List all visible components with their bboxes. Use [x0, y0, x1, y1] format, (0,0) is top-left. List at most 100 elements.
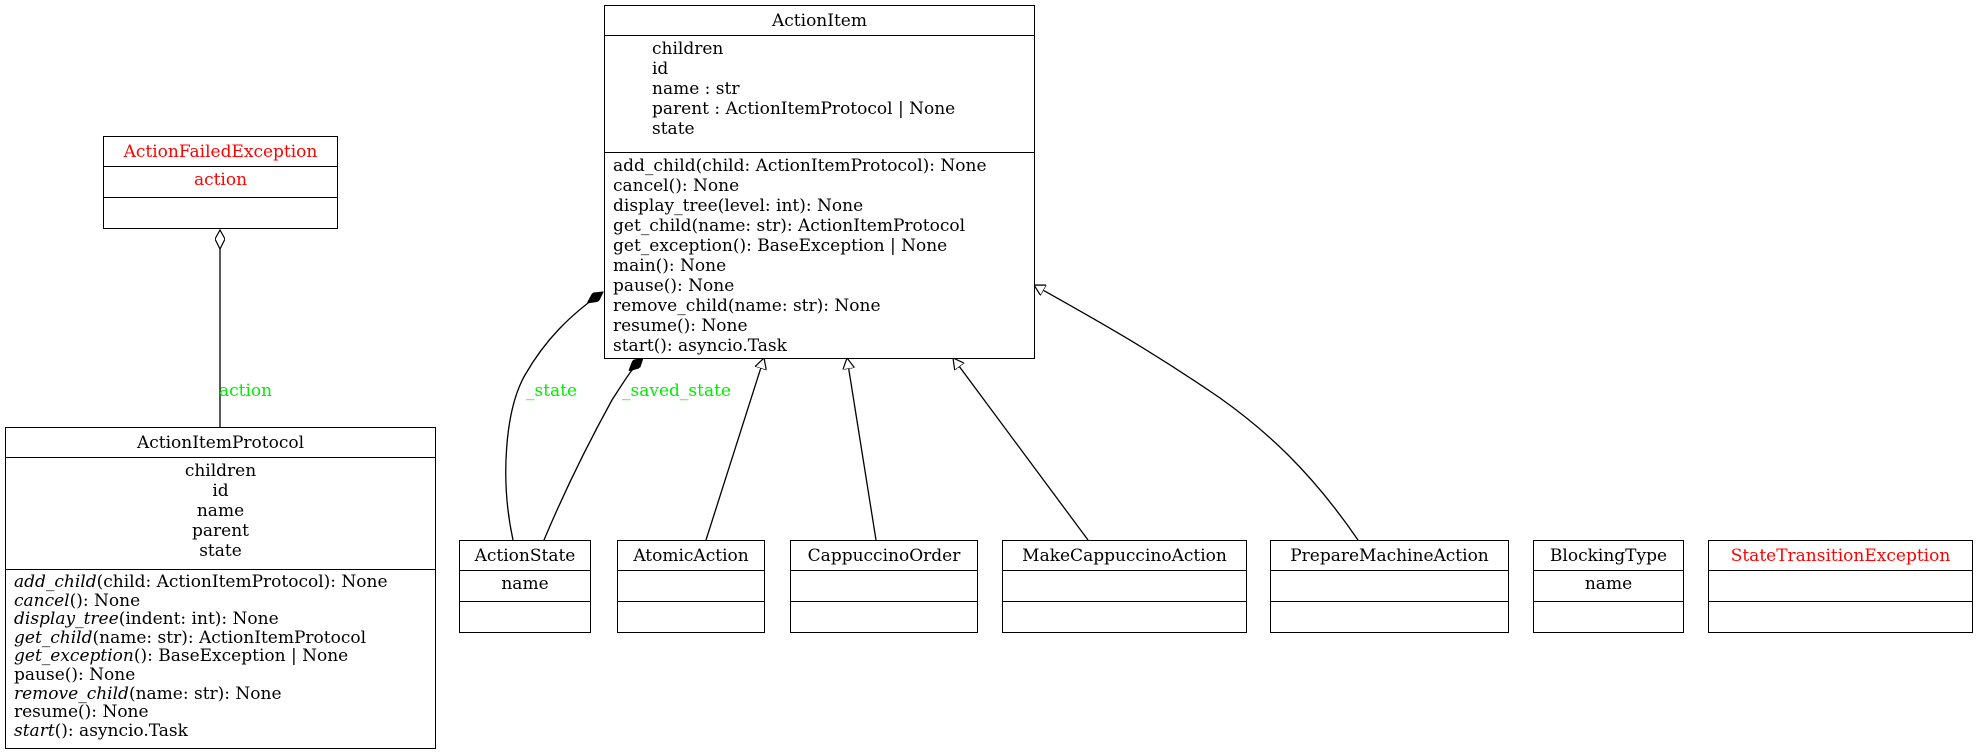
attribute: name	[196, 501, 245, 521]
method-signature: (): None	[69, 590, 141, 611]
class-name: BlockingType	[1534, 541, 1683, 571]
method-name: start	[14, 720, 55, 741]
method: remove_child(name: str): None	[613, 296, 881, 316]
attribute: children	[184, 461, 257, 481]
class-methods	[1271, 602, 1508, 630]
class-name: CappuccinoOrder	[791, 541, 977, 571]
edge-label-action: action	[219, 381, 273, 401]
method: add_child(child: ActionItemProtocol): No…	[613, 156, 987, 176]
attribute: state	[199, 541, 242, 561]
method: pause(): None	[14, 666, 427, 685]
class-methods	[791, 602, 977, 630]
class-attributes: children id name : str parent : ActionIt…	[605, 36, 1034, 153]
method: start(): asyncio.Task	[613, 336, 787, 356]
attribute: action	[193, 170, 248, 190]
method: get_child(name: str): ActionItemProtocol	[14, 627, 427, 648]
class-name: ActionState	[460, 541, 590, 571]
method-name: display_tree	[14, 609, 119, 630]
method: add_child(child: ActionItemProtocol): No…	[14, 573, 427, 592]
method: pause(): None	[613, 276, 735, 296]
method-signature: (indent: int): None	[118, 609, 279, 630]
class-prepare-machine-action: PrepareMachineAction	[1270, 540, 1509, 633]
method: get_exception(): BaseException | None	[14, 647, 427, 666]
attribute: parent	[192, 521, 249, 541]
class-name: StateTransitionException	[1709, 541, 1972, 571]
method: resume(): None	[613, 316, 748, 336]
method-name: get_child	[14, 627, 93, 648]
method-signature: (name: str): None	[128, 683, 282, 704]
edge-prepare-machine-inherits	[1034, 285, 1359, 541]
class-methods	[1003, 602, 1246, 630]
class-methods	[104, 198, 337, 226]
method-signature: (): None	[78, 702, 149, 723]
method: main(): None	[613, 256, 727, 276]
class-attributes	[1709, 571, 1972, 602]
edge-state-composition	[505, 292, 603, 541]
class-blocking-type: BlockingType name	[1533, 540, 1684, 633]
edge-atomic-inherits	[705, 358, 764, 541]
method-name: resume	[14, 702, 79, 723]
class-attributes: name	[460, 571, 590, 602]
class-attributes	[791, 571, 977, 602]
method: display_tree(indent: int): None	[14, 610, 427, 629]
class-methods	[1534, 602, 1683, 630]
class-methods	[1709, 602, 1972, 630]
class-name: ActionItem	[605, 6, 1034, 36]
attribute: state	[652, 119, 695, 139]
class-attributes: name	[1534, 571, 1683, 602]
class-action-item: ActionItem children id name : str parent…	[604, 5, 1035, 359]
method-name: cancel	[14, 590, 70, 611]
class-attributes: children id name parent state	[6, 458, 435, 570]
edge-saved-state-composition	[543, 358, 643, 541]
method-name: remove_child	[14, 683, 129, 704]
method: display_tree(level: int): None	[613, 196, 864, 216]
attribute: children	[652, 39, 724, 59]
edge-make-cappuccino-inherits	[953, 358, 1089, 541]
class-methods: add_child(child: ActionItemProtocol): No…	[6, 570, 435, 743]
edge-label-state: _state	[526, 381, 578, 401]
method: resume(): None	[14, 703, 427, 722]
method-signature: (child: ActionItemProtocol): None	[96, 572, 388, 592]
method-name: add_child	[14, 572, 97, 592]
class-action-state: ActionState name	[459, 540, 591, 633]
class-action-item-protocol: ActionItemProtocol children id name pare…	[5, 427, 436, 749]
method-signature: (): asyncio.Task	[54, 720, 188, 741]
attribute: id	[652, 59, 669, 79]
attribute: name : str	[652, 79, 740, 99]
class-name: MakeCappuccinoAction	[1003, 541, 1246, 571]
method: remove_child(name: str): None	[14, 683, 427, 704]
edge-label-saved-state: _saved_state	[622, 381, 731, 401]
class-name: ActionFailedException	[104, 137, 337, 167]
class-methods	[618, 602, 764, 630]
class-attributes	[618, 571, 764, 602]
class-action-failed-exception: ActionFailedException action	[103, 136, 338, 229]
class-attributes	[1271, 571, 1508, 602]
method-signature: (): BaseException | None	[133, 646, 349, 667]
class-methods: add_child(child: ActionItemProtocol): No…	[605, 153, 1034, 359]
method: cancel(): None	[14, 590, 427, 611]
attribute: name	[501, 574, 549, 594]
method: start(): asyncio.Task	[14, 720, 427, 741]
class-make-cappuccino-action: MakeCappuccinoAction	[1002, 540, 1247, 633]
method-name: pause	[14, 664, 65, 685]
attribute: parent : ActionItemProtocol | None	[652, 99, 956, 119]
method: get_child(name: str): ActionItemProtocol	[613, 216, 966, 236]
class-attributes: action	[104, 167, 337, 198]
class-methods	[460, 602, 590, 630]
class-state-transition-exception: StateTransitionException	[1708, 540, 1973, 633]
edge-cappuccino-inherits	[847, 358, 877, 541]
attribute: name	[1584, 574, 1633, 594]
class-cappuccino-order: CappuccinoOrder	[790, 540, 978, 633]
class-attributes	[1003, 571, 1246, 602]
class-name: PrepareMachineAction	[1271, 541, 1508, 571]
class-name: ActionItemProtocol	[6, 428, 435, 458]
method-name: get_exception	[14, 646, 134, 667]
method: cancel(): None	[613, 176, 740, 196]
attribute: id	[212, 481, 229, 501]
class-atomic-action: AtomicAction	[617, 540, 765, 633]
method: get_exception(): BaseException | None	[613, 236, 948, 256]
method-signature: (): None	[64, 664, 136, 685]
class-name: AtomicAction	[618, 541, 764, 571]
method-signature: (name: str): ActionItemProtocol	[92, 627, 367, 648]
